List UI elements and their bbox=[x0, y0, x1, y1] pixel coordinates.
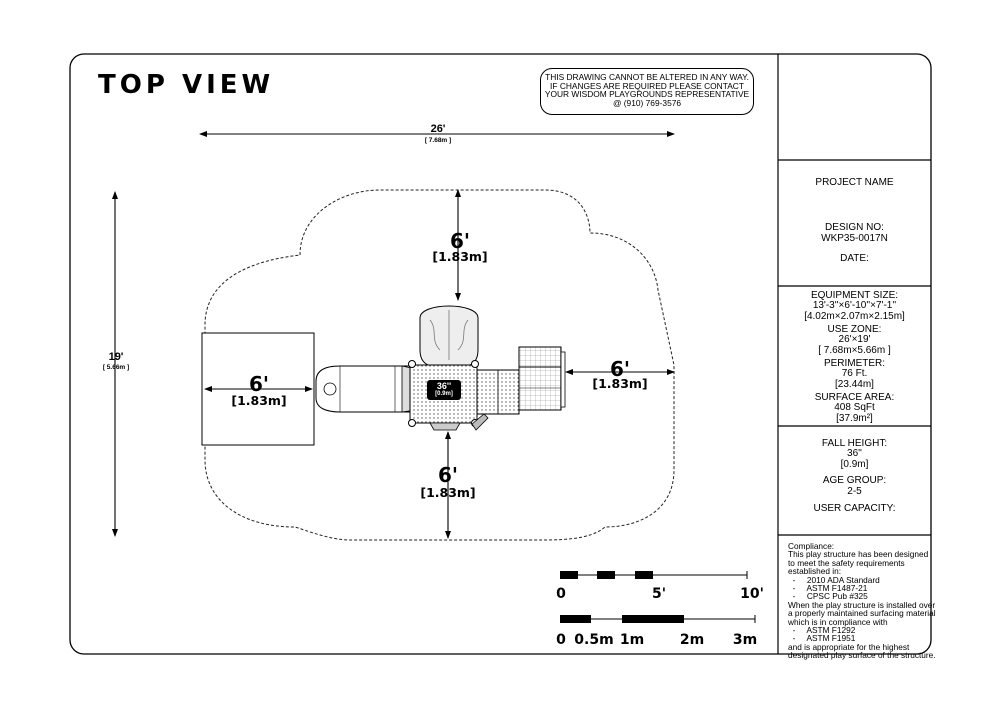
bottom-clearance-ft: 6' bbox=[437, 463, 459, 487]
equipment-size-metric: [4.02m×2.07m×2.15m] bbox=[804, 311, 905, 322]
scale-m-0: 0 bbox=[556, 632, 566, 648]
scale-ft-0: 0 bbox=[556, 586, 566, 602]
use-zone-value: 26'×19' bbox=[838, 334, 871, 345]
date-label: DATE: bbox=[840, 253, 869, 264]
steering-wheel bbox=[429, 422, 461, 431]
compliance-line: - ASTM F1951 bbox=[788, 633, 856, 644]
left-clearance-ft: 6' bbox=[248, 372, 270, 396]
design-no-value: WKP35-0017N bbox=[821, 233, 888, 244]
alteration-notice: THIS DRAWING CANNOT BE ALTERED IN ANY WA… bbox=[540, 68, 754, 115]
surface-area-metric: [37.9m²] bbox=[836, 413, 873, 424]
compliance-line: - 2010 ADA Standard bbox=[788, 574, 880, 585]
left-clearance-m: [1.83m] bbox=[231, 393, 287, 408]
compliance-notes: Compliance: This play structure has been… bbox=[788, 541, 936, 661]
age-group-label: AGE GROUP: bbox=[822, 475, 887, 486]
overall-depth-ft: 19' bbox=[108, 351, 124, 363]
sheet-border bbox=[69, 53, 932, 655]
project-name-label: PROJECT NAME bbox=[815, 177, 894, 188]
title-block-lines bbox=[777, 54, 931, 654]
compliance-line: - CPSC Pub #325 bbox=[788, 591, 868, 602]
compliance-line: - ASTM F1487-21 bbox=[788, 583, 868, 594]
deck-height-badge bbox=[427, 380, 461, 400]
use-zone-metric: [ 7.68m×5.66m ] bbox=[818, 345, 891, 356]
scale-bar-feet bbox=[560, 571, 748, 579]
deck-height-in: 36'' bbox=[436, 381, 452, 391]
deck-post-sw bbox=[408, 419, 416, 427]
scale-bar-metric bbox=[560, 615, 756, 623]
notice-line: THIS DRAWING CANNOT BE ALTERED IN ANY WA… bbox=[545, 72, 749, 82]
surface-area-label: SURFACE AREA: bbox=[814, 392, 895, 403]
deck-height-m: [0.9m] bbox=[435, 391, 453, 397]
top-clearance-m: [1.83m] bbox=[432, 249, 488, 264]
user-capacity-label: USER CAPACITY: bbox=[813, 503, 896, 514]
slide-exit-circle bbox=[323, 382, 337, 396]
perimeter-metric: [23.44m] bbox=[835, 379, 874, 390]
notice-line: YOUR WISDOM PLAYGROUNDS REPRESENTATIVE bbox=[544, 89, 750, 100]
age-group-value: 2-5 bbox=[847, 486, 862, 497]
top-clearance-ft: 6' bbox=[449, 229, 471, 253]
compliance-line: - ASTM F1292 bbox=[788, 625, 856, 636]
scale-ft-5: 5' bbox=[651, 586, 667, 602]
compliance-line: a properly maintained surfacing material bbox=[788, 608, 936, 619]
fall-height-label: FALL HEIGHT: bbox=[821, 438, 888, 449]
compliance-line: and is appropriate for the highest bbox=[788, 641, 910, 652]
perimeter-value: 76 Ft. bbox=[841, 368, 868, 379]
climber-side-rail bbox=[560, 351, 566, 408]
notice-line: @ (910) 769-3576 bbox=[612, 97, 682, 108]
perimeter-label: PERIMETER: bbox=[823, 358, 886, 369]
equipment-size-label: EQUIPMENT SIZE: bbox=[810, 290, 899, 301]
overall-width-ft: 26' bbox=[430, 123, 446, 135]
compliance-line: which is in compliance with bbox=[788, 616, 888, 627]
overall-width-m: [ 7.68m ] bbox=[424, 137, 452, 144]
surface-area-value: 408 SqFt bbox=[834, 402, 875, 413]
right-clearance-m: [1.83m] bbox=[592, 376, 648, 391]
scale-m-3: 3m bbox=[732, 632, 758, 648]
equipment-size-value: 13'-3''×6'-10''×7'-1'' bbox=[812, 300, 897, 311]
scale-m-0-5: 0.5m bbox=[574, 632, 614, 648]
right-clearance-ft: 6' bbox=[609, 357, 631, 381]
scale-m-1: 1m bbox=[619, 632, 645, 648]
net-climber-top bbox=[518, 346, 562, 368]
scale-ft-10: 10' bbox=[740, 586, 764, 602]
fall-height-metric: [0.9m] bbox=[840, 459, 869, 470]
deck-post-nw bbox=[408, 360, 416, 368]
scale-m-2: 2m bbox=[679, 632, 705, 648]
fall-height-value: 36'' bbox=[847, 448, 862, 459]
slide bbox=[315, 365, 411, 413]
design-no-label: DESIGN NO: bbox=[825, 222, 884, 233]
page-title: TOP VIEW bbox=[98, 70, 275, 100]
compliance-line: Compliance: bbox=[788, 541, 835, 551]
net-climber bbox=[518, 366, 562, 411]
ladder-rail bbox=[471, 413, 489, 431]
notice-line: IF CHANGES ARE REQUIRED PLEASE CONTACT bbox=[550, 80, 744, 91]
overall-depth-m: [ 5.66m ] bbox=[102, 364, 130, 371]
use-zone-label: USE ZONE: bbox=[827, 324, 882, 335]
bottom-clearance-m: [1.83m] bbox=[420, 485, 476, 500]
compliance-line: established in: bbox=[788, 566, 842, 577]
compliance-line: This play structure has been designed bbox=[788, 549, 929, 560]
compliance-line: to meet the safety requirements bbox=[788, 557, 905, 568]
compliance-line: When the play structure is installed ove… bbox=[788, 599, 936, 610]
deck-post-ne bbox=[471, 360, 479, 368]
compliance-line: designated play surface of the structure… bbox=[788, 650, 936, 661]
